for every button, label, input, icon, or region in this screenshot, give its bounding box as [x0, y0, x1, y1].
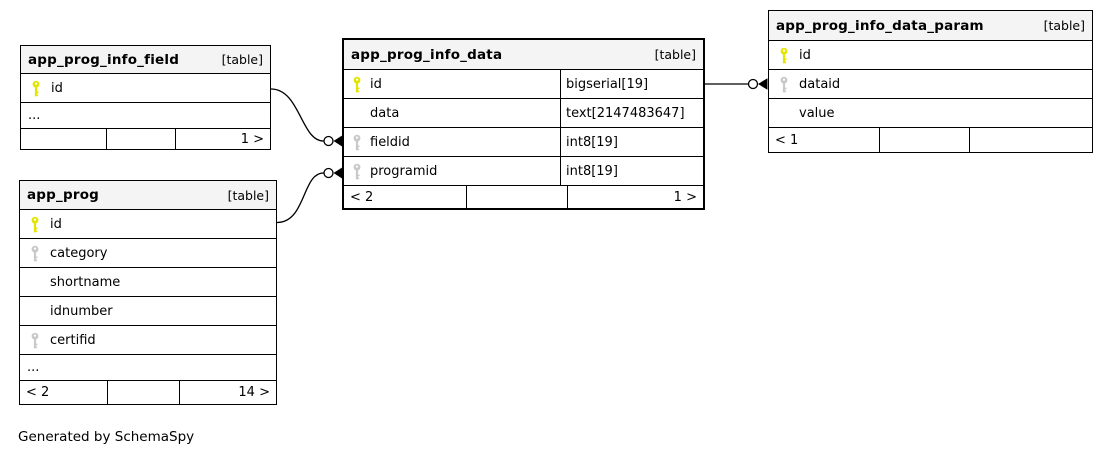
- column-name: value: [799, 105, 835, 121]
- primary-key-icon: [769, 47, 799, 64]
- table-header[interactable]: app_prog_info_data [table]: [344, 40, 703, 69]
- table-row: idnumber: [20, 296, 276, 325]
- table-title[interactable]: app_prog_info_data_param: [776, 17, 984, 34]
- footer-spacer: [878, 128, 969, 152]
- table-row: id: [20, 209, 276, 238]
- primary-key-icon: [21, 80, 51, 97]
- foreign-key-icon: [769, 76, 799, 93]
- table-footer: < 2 1 >: [344, 185, 703, 208]
- table-row: shortname: [20, 267, 276, 296]
- table-footer: 1 >: [21, 128, 270, 149]
- table-row: certifid: [20, 325, 276, 354]
- child-count: 14 >: [178, 381, 276, 404]
- footer-spacer: [105, 129, 176, 149]
- parent-count: < 1: [775, 132, 799, 148]
- column-name: id: [370, 76, 382, 92]
- ellipsis-label: ...: [28, 108, 41, 123]
- table-header[interactable]: app_prog_info_field [table]: [21, 46, 270, 73]
- table-footer: < 1: [769, 127, 1092, 152]
- column-type: text[2147483647]: [560, 99, 703, 127]
- relationship-line-field-to-data: [270, 88, 343, 147]
- table-type-tag: [table]: [227, 187, 269, 203]
- foreign-key-icon: [344, 134, 370, 151]
- relationship-line-prog-to-data: [276, 167, 343, 224]
- table-node-app-prog-info-data[interactable]: app_prog_info_data [table] id bigserial[…: [342, 38, 705, 210]
- column-name: data: [370, 105, 400, 121]
- more-columns-row: ...: [20, 354, 276, 380]
- column-name: certifid: [50, 332, 96, 348]
- column-name: fieldid: [370, 134, 410, 150]
- parent-count: [21, 129, 106, 149]
- column-name: id: [50, 216, 62, 232]
- table-row: dataid: [769, 69, 1092, 98]
- zero-or-one-circle: [323, 135, 334, 147]
- relationship-line-data-to-param: [705, 78, 768, 90]
- child-count: [969, 128, 1092, 152]
- arrowhead-icon: [758, 78, 768, 90]
- parent-count: < 2: [26, 385, 50, 400]
- column-name: id: [799, 47, 811, 63]
- table-row: id bigserial[19]: [344, 69, 703, 98]
- primary-key-icon: [344, 76, 370, 93]
- table-footer: < 2 14 >: [20, 380, 276, 404]
- foreign-key-icon: [344, 163, 370, 180]
- column-name: category: [50, 245, 108, 261]
- table-node-app-prog-info-data-param[interactable]: app_prog_info_data_param [table] id data…: [768, 10, 1093, 153]
- table-title[interactable]: app_prog: [27, 187, 100, 203]
- ellipsis-label: ...: [27, 360, 40, 375]
- table-title[interactable]: app_prog_info_field: [28, 51, 180, 68]
- column-name: programid: [370, 163, 438, 179]
- table-row: category: [20, 238, 276, 267]
- table-row: data text[2147483647]: [344, 98, 703, 127]
- table-type-tag: [table]: [654, 47, 696, 62]
- table-header[interactable]: app_prog_info_data_param [table]: [769, 11, 1092, 40]
- table-row: value: [769, 98, 1092, 127]
- footer-spacer: [466, 186, 567, 208]
- table-title[interactable]: app_prog_info_data: [351, 46, 503, 63]
- table-row: id: [769, 40, 1092, 69]
- column-name: dataid: [799, 76, 841, 92]
- column-type: int8[19]: [560, 128, 703, 156]
- column-type: bigserial[19]: [560, 70, 703, 98]
- parent-count: < 2: [350, 189, 374, 205]
- generated-by-note: Generated by SchemaSpy: [18, 429, 195, 445]
- table-row: id: [21, 73, 270, 102]
- foreign-key-icon: [20, 332, 50, 349]
- child-count: 1 >: [175, 129, 270, 149]
- primary-key-icon: [20, 216, 50, 233]
- zero-or-one-circle: [323, 167, 334, 179]
- table-node-app-prog[interactable]: app_prog [table] id category shortname i…: [19, 180, 277, 405]
- more-columns-row: ...: [21, 102, 270, 128]
- table-row: programid int8[19]: [344, 156, 703, 185]
- table-type-tag: [table]: [1043, 18, 1085, 33]
- column-name: shortname: [50, 274, 121, 290]
- column-type: int8[19]: [560, 157, 703, 185]
- foreign-key-icon: [20, 245, 50, 262]
- column-name: id: [51, 80, 63, 96]
- table-header[interactable]: app_prog [table]: [20, 181, 276, 209]
- table-row: fieldid int8[19]: [344, 127, 703, 156]
- zero-or-one-circle: [747, 78, 759, 90]
- footer-spacer: [107, 381, 179, 404]
- table-node-app-prog-info-field[interactable]: app_prog_info_field [table] id ... 1 >: [20, 45, 271, 150]
- child-count: 1 >: [566, 186, 703, 208]
- table-type-tag: [table]: [221, 52, 263, 67]
- column-name: idnumber: [50, 303, 113, 319]
